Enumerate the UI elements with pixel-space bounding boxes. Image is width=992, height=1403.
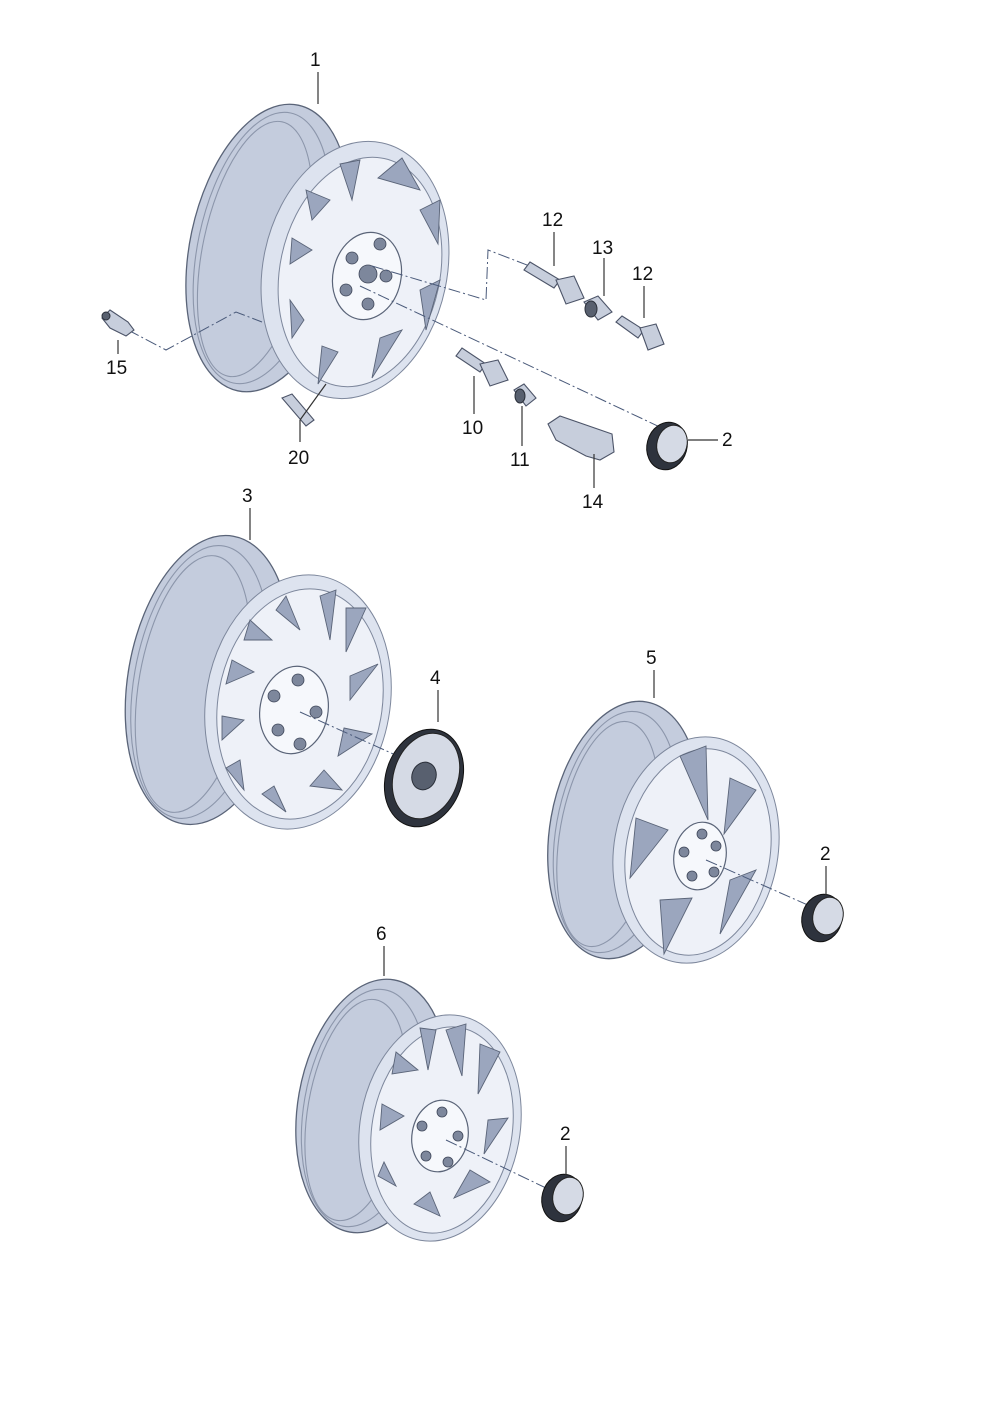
- callout-2c: 2: [560, 1124, 571, 1145]
- callout-4: 4: [430, 668, 441, 689]
- nut-13: [583, 295, 613, 321]
- leader-lines: [117, 72, 827, 1176]
- balance-weight-20: [281, 393, 315, 427]
- callout-12-upper: 12: [542, 210, 563, 231]
- callout-labels: 1 12 13 12 15 10 11 20 2 14 3 4 5 2 6 2: [106, 50, 831, 1145]
- callout-3: 3: [242, 486, 253, 507]
- axis-line: [359, 285, 663, 429]
- bolt-12-upper: [523, 261, 585, 305]
- callout-11: 11: [510, 450, 530, 471]
- valve-15: [101, 309, 135, 337]
- callout-10: 10: [462, 418, 483, 439]
- removal-tool-14: [547, 415, 615, 461]
- center-cap-2c: [541, 1173, 584, 1223]
- wheel-5: [547, 700, 780, 964]
- callout-5: 5: [646, 648, 657, 669]
- callout-14: 14: [582, 492, 604, 513]
- center-cap-2a: [646, 421, 688, 471]
- callout-2a: 2: [722, 430, 733, 451]
- axis-line: [371, 249, 541, 301]
- wheel-1: [185, 103, 450, 400]
- axis-line: [445, 1139, 547, 1189]
- bolt-12-lower: [615, 315, 665, 351]
- axis-line: [705, 859, 811, 907]
- callout-20: 20: [288, 448, 309, 469]
- callout-2b: 2: [820, 844, 831, 865]
- callout-15: 15: [106, 358, 127, 379]
- center-cap-2b: [801, 893, 844, 943]
- axis-line: [127, 311, 263, 351]
- bolt-10: [455, 347, 509, 387]
- callout-6: 6: [376, 924, 387, 945]
- wheel-3: [124, 534, 392, 830]
- callout-1: 1: [310, 50, 321, 71]
- wheel-6: [295, 978, 522, 1242]
- callout-12-lower: 12: [632, 264, 653, 285]
- callout-13: 13: [592, 238, 613, 259]
- hubcap-4: [383, 728, 465, 828]
- nut-11: [513, 383, 537, 407]
